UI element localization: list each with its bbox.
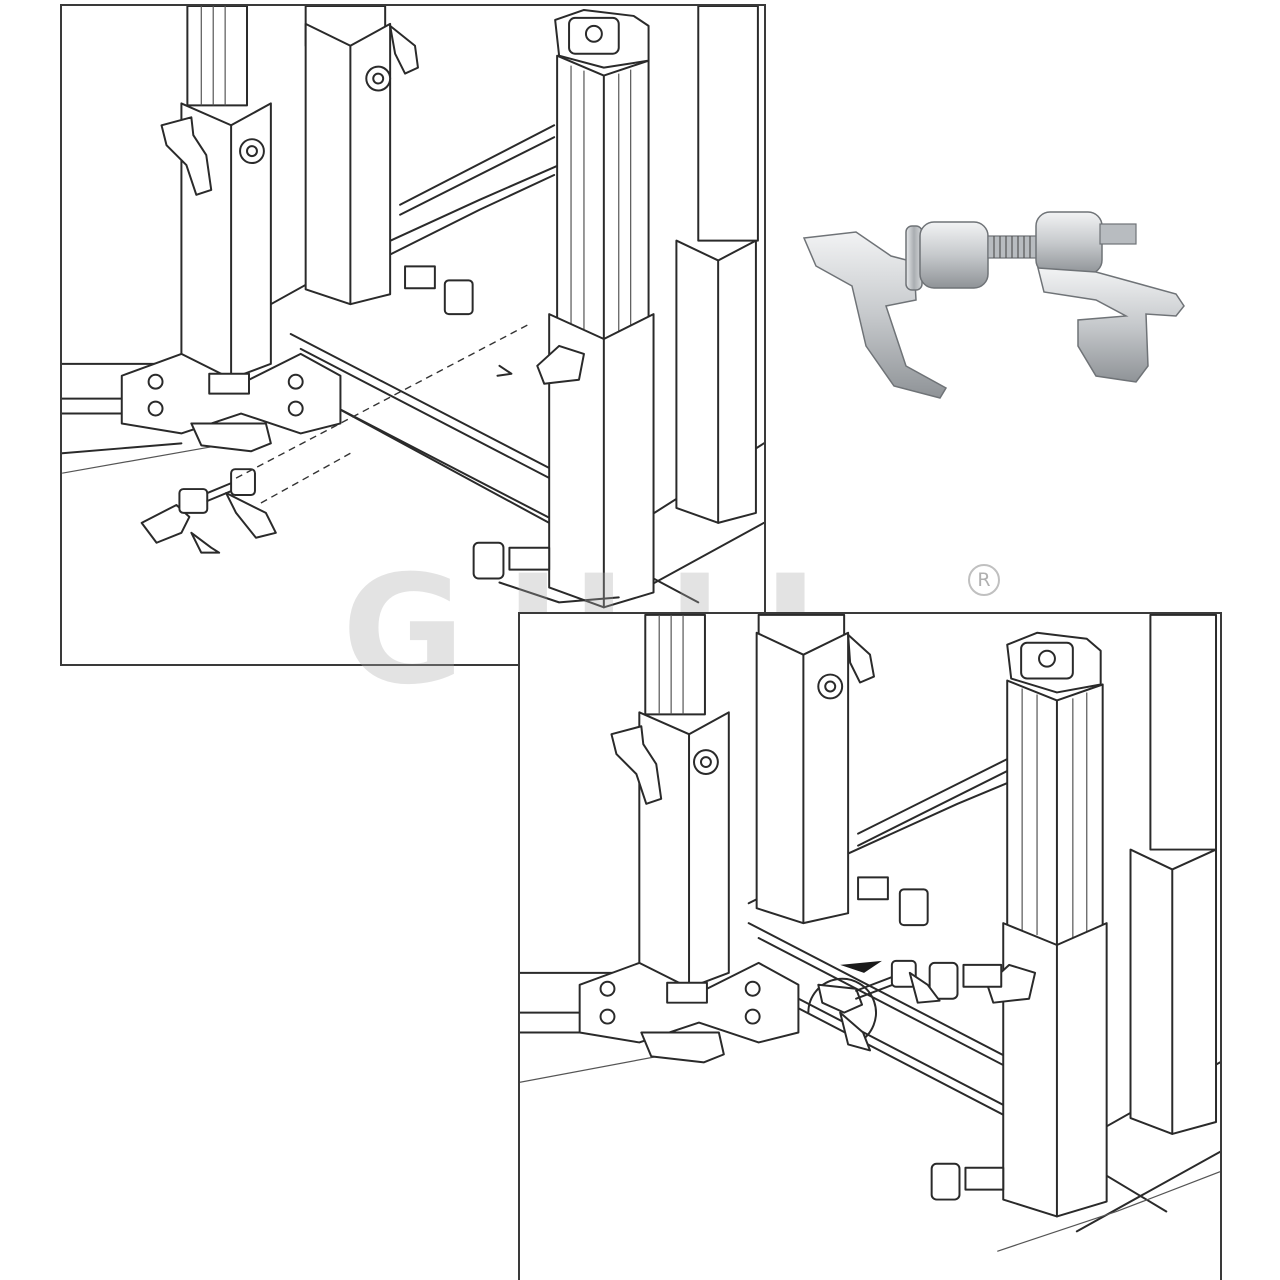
wing-knob	[610, 725, 663, 805]
leg-far-right	[675, 6, 759, 524]
leg-middle	[755, 614, 929, 927]
wing-knob	[160, 116, 213, 196]
direction-arrow	[840, 960, 882, 973]
leg-middle	[304, 6, 474, 316]
assembly-drawing-bottom-svg	[520, 614, 1220, 1252]
clamp-photo-svg	[802, 211, 1185, 399]
assembly-drawing-top	[60, 4, 766, 666]
leg-right	[536, 8, 655, 609]
clamp-nut-right	[1035, 211, 1103, 275]
leg-right	[986, 631, 1108, 1218]
guide-line-short	[260, 452, 351, 504]
loose-clamp	[140, 468, 277, 554]
rotation-arc	[807, 977, 877, 1044]
rod-end	[1099, 223, 1137, 245]
guide-line	[235, 323, 530, 479]
leg-left	[120, 6, 342, 453]
installed-clamp	[807, 959, 941, 1052]
leg-left	[578, 614, 800, 1064]
bolt	[239, 138, 265, 165]
threaded-rod	[987, 235, 1041, 259]
foot-knob	[472, 541, 620, 604]
clamp-nut-left	[919, 221, 989, 289]
arrow-head	[496, 364, 513, 377]
bolt	[693, 749, 719, 775]
foot-knob	[928, 961, 1005, 1201]
assembly-drawing-bottom	[518, 612, 1222, 1280]
clamp-jaw-right	[1037, 267, 1185, 383]
registered-trademark-icon: R	[968, 564, 1000, 596]
clamp-photo	[796, 196, 1192, 410]
leg-far-right	[1129, 614, 1218, 1135]
assembly-drawing-top-svg	[62, 6, 764, 609]
